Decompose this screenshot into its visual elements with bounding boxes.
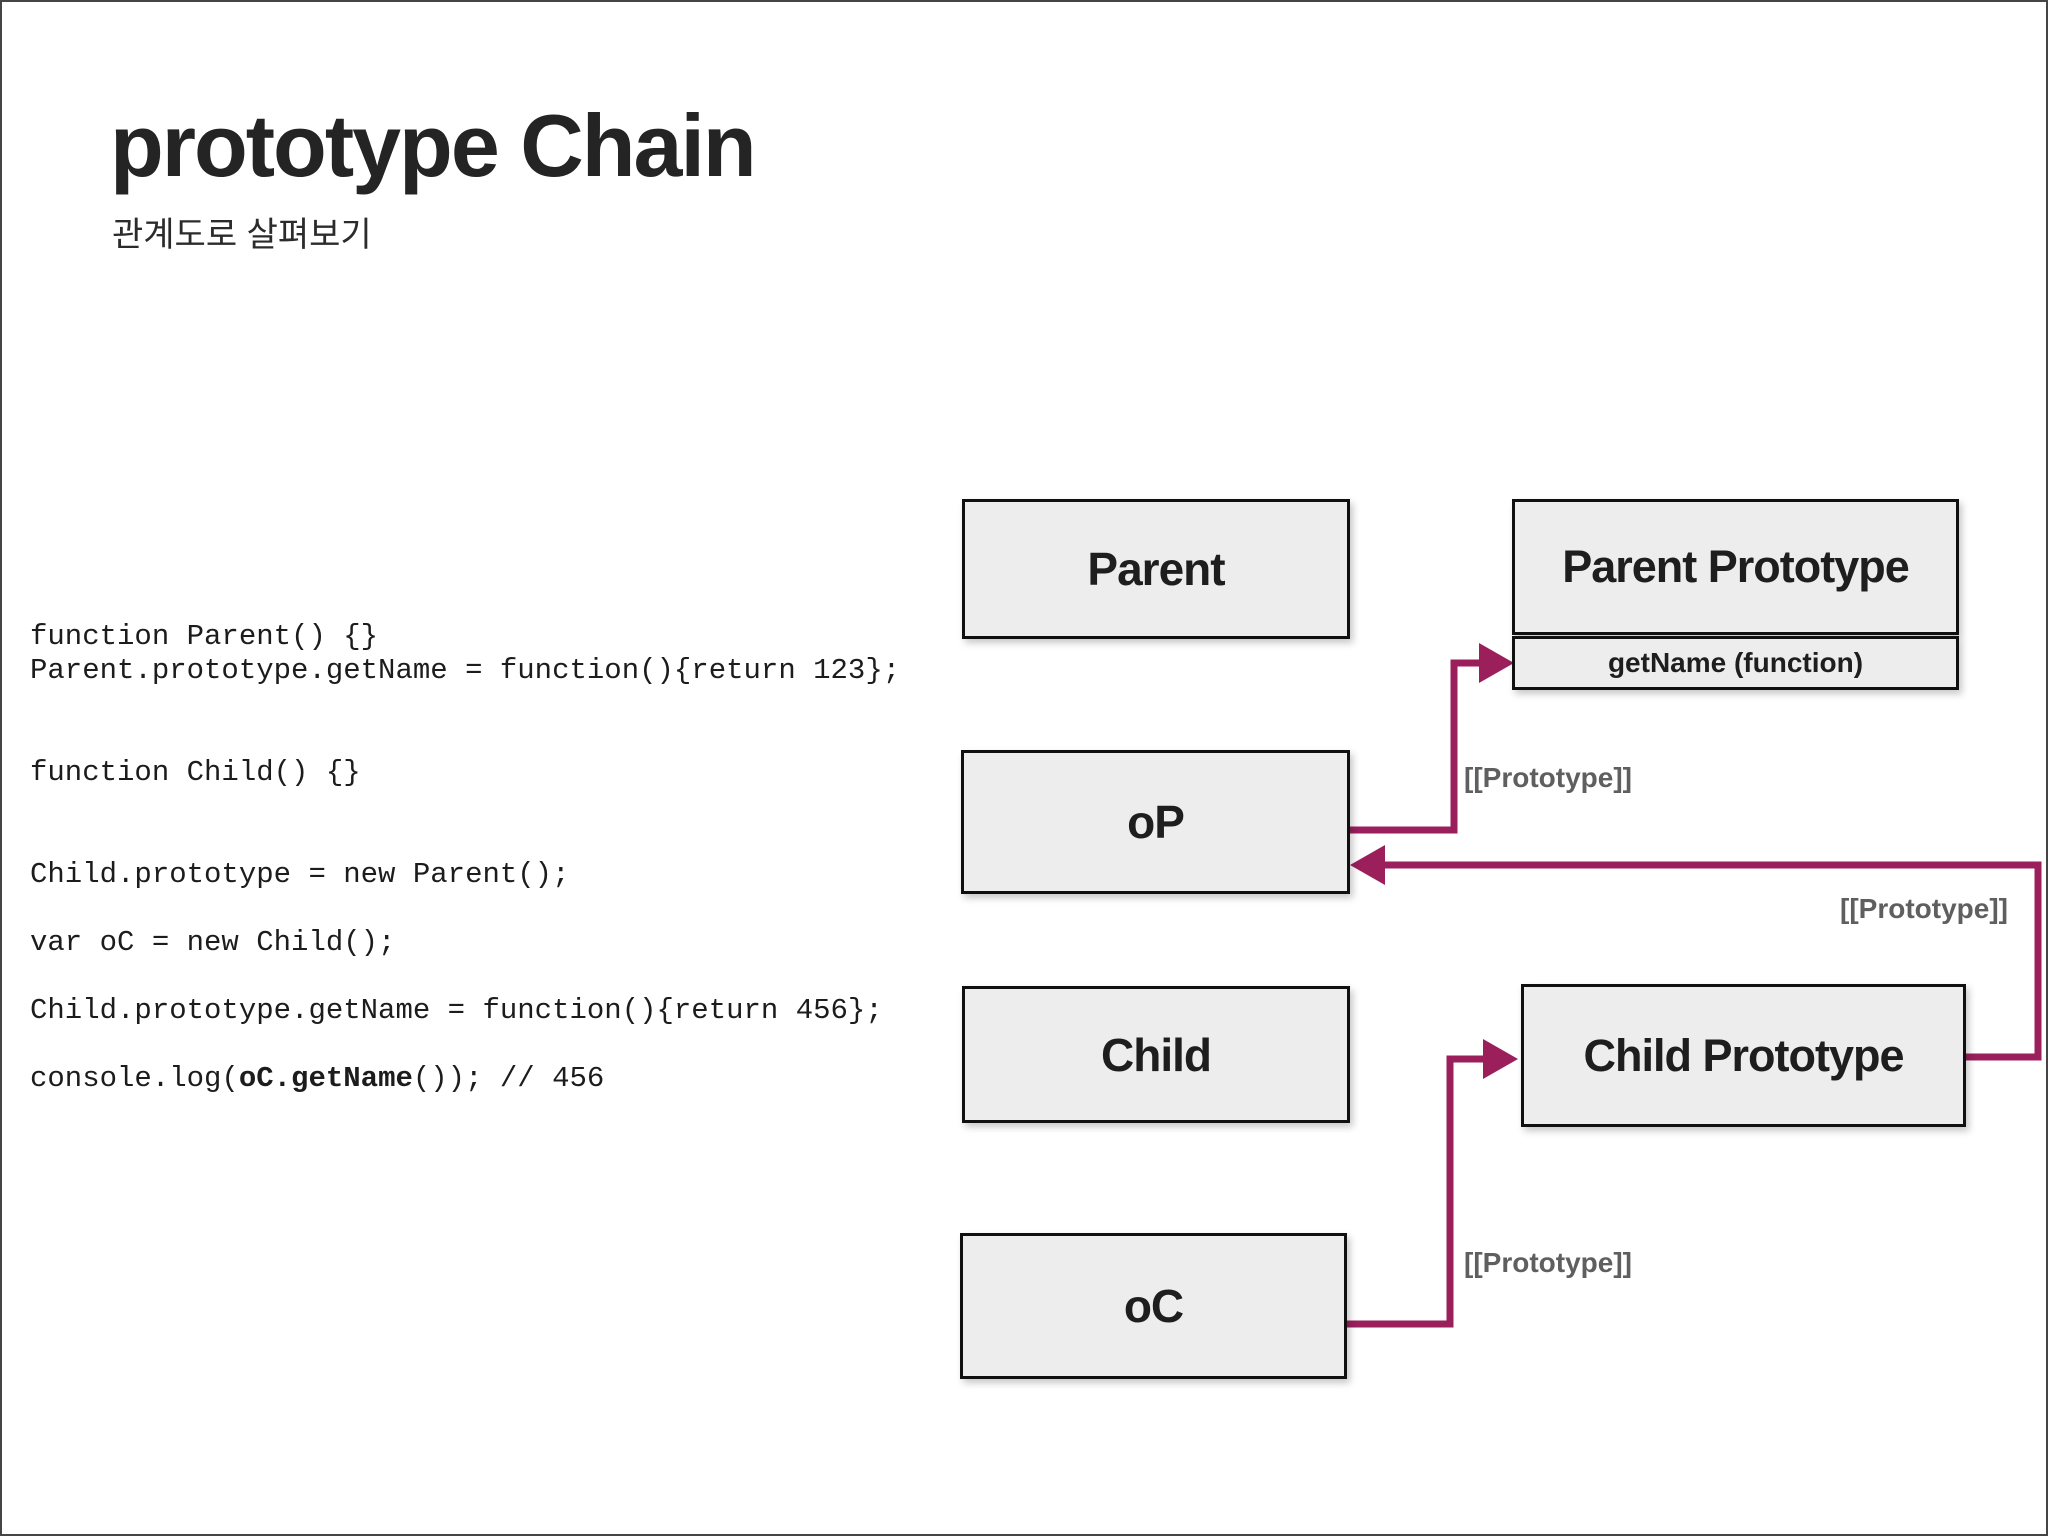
code-line (30, 1028, 900, 1062)
code-line (30, 824, 900, 858)
getname-member-label: getName (function) (1607, 647, 1864, 678)
prototype-label-oc: [[Prototype]] (1464, 1247, 1632, 1278)
box-parent-prototype: Parent Prototype (1512, 499, 1959, 635)
box-child-prototype-label: Child Prototype (1583, 1029, 1905, 1081)
box-parent: Parent (962, 499, 1350, 639)
page-title: prototype Chain (110, 96, 757, 195)
page-subtitle: 관계도로 살펴보기 (112, 216, 372, 254)
prototype-label-op: [[Prototype]] (1464, 762, 1632, 793)
code-block: function Parent() {}Parent.prototype.get… (30, 620, 900, 1096)
code-line (30, 892, 900, 926)
box-parent-prototype-member-row: getName (function) (1512, 636, 1959, 690)
code-line (30, 790, 900, 824)
code-line (30, 688, 900, 722)
code-line (30, 960, 900, 994)
box-parent-label: Parent (1087, 543, 1225, 595)
box-child: Child (962, 986, 1350, 1123)
prototype-label-child-prototype: [[Prototype]] (1840, 893, 2008, 924)
box-child-prototype: Child Prototype (1521, 984, 1966, 1127)
arrow-op-to-parent-prototype (1350, 643, 1514, 834)
code-line: function Child() {} (30, 756, 361, 789)
code-line: console.log(oC.getName()); // 456 (30, 1062, 605, 1095)
code-line (30, 722, 900, 756)
code-line: Child.prototype.getName = function(){ret… (30, 994, 883, 1027)
code-line: Child.prototype = new Parent(); (30, 858, 570, 891)
code-line: function Parent() {} (30, 620, 379, 653)
code-line: var oC = new Child(); (30, 926, 396, 959)
box-op-label: oP (1127, 796, 1185, 848)
box-parent-prototype-label: Parent Prototype (1562, 541, 1910, 592)
box-child-label: Child (1101, 1028, 1212, 1081)
box-oc-label: oC (1123, 1280, 1184, 1332)
code-line: Parent.prototype.getName = function(){re… (30, 654, 901, 687)
arrow-oc-to-child-prototype (1347, 1039, 1518, 1328)
box-oc: oC (960, 1233, 1347, 1379)
box-op: oP (961, 750, 1350, 894)
